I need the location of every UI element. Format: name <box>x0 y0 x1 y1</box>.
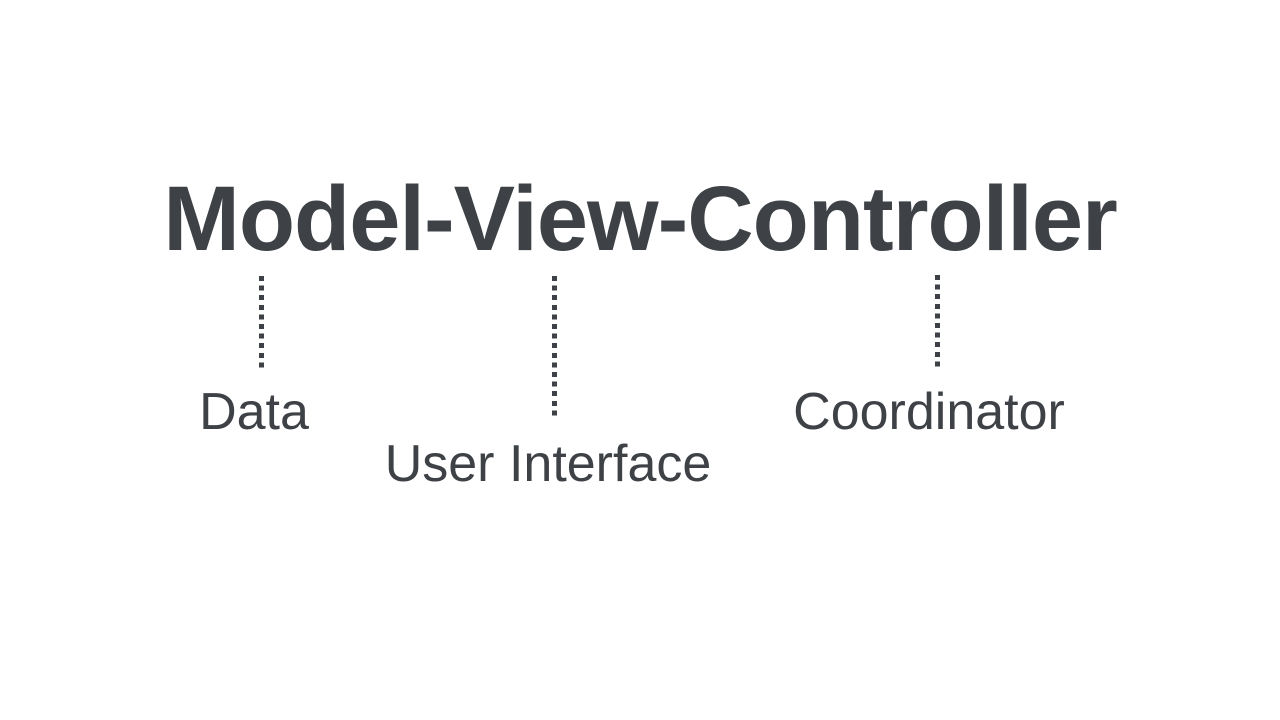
controller-annotation-label: Coordinator <box>793 383 1065 441</box>
controller-connector-dotted-line <box>935 275 940 371</box>
view-connector-dotted-line <box>552 276 557 417</box>
model-connector-dotted-line <box>259 276 264 372</box>
model-annotation-label: Data <box>199 383 309 441</box>
diagram-title: Model-View-Controller <box>163 168 1118 270</box>
view-annotation-label: User Interface <box>384 435 712 493</box>
